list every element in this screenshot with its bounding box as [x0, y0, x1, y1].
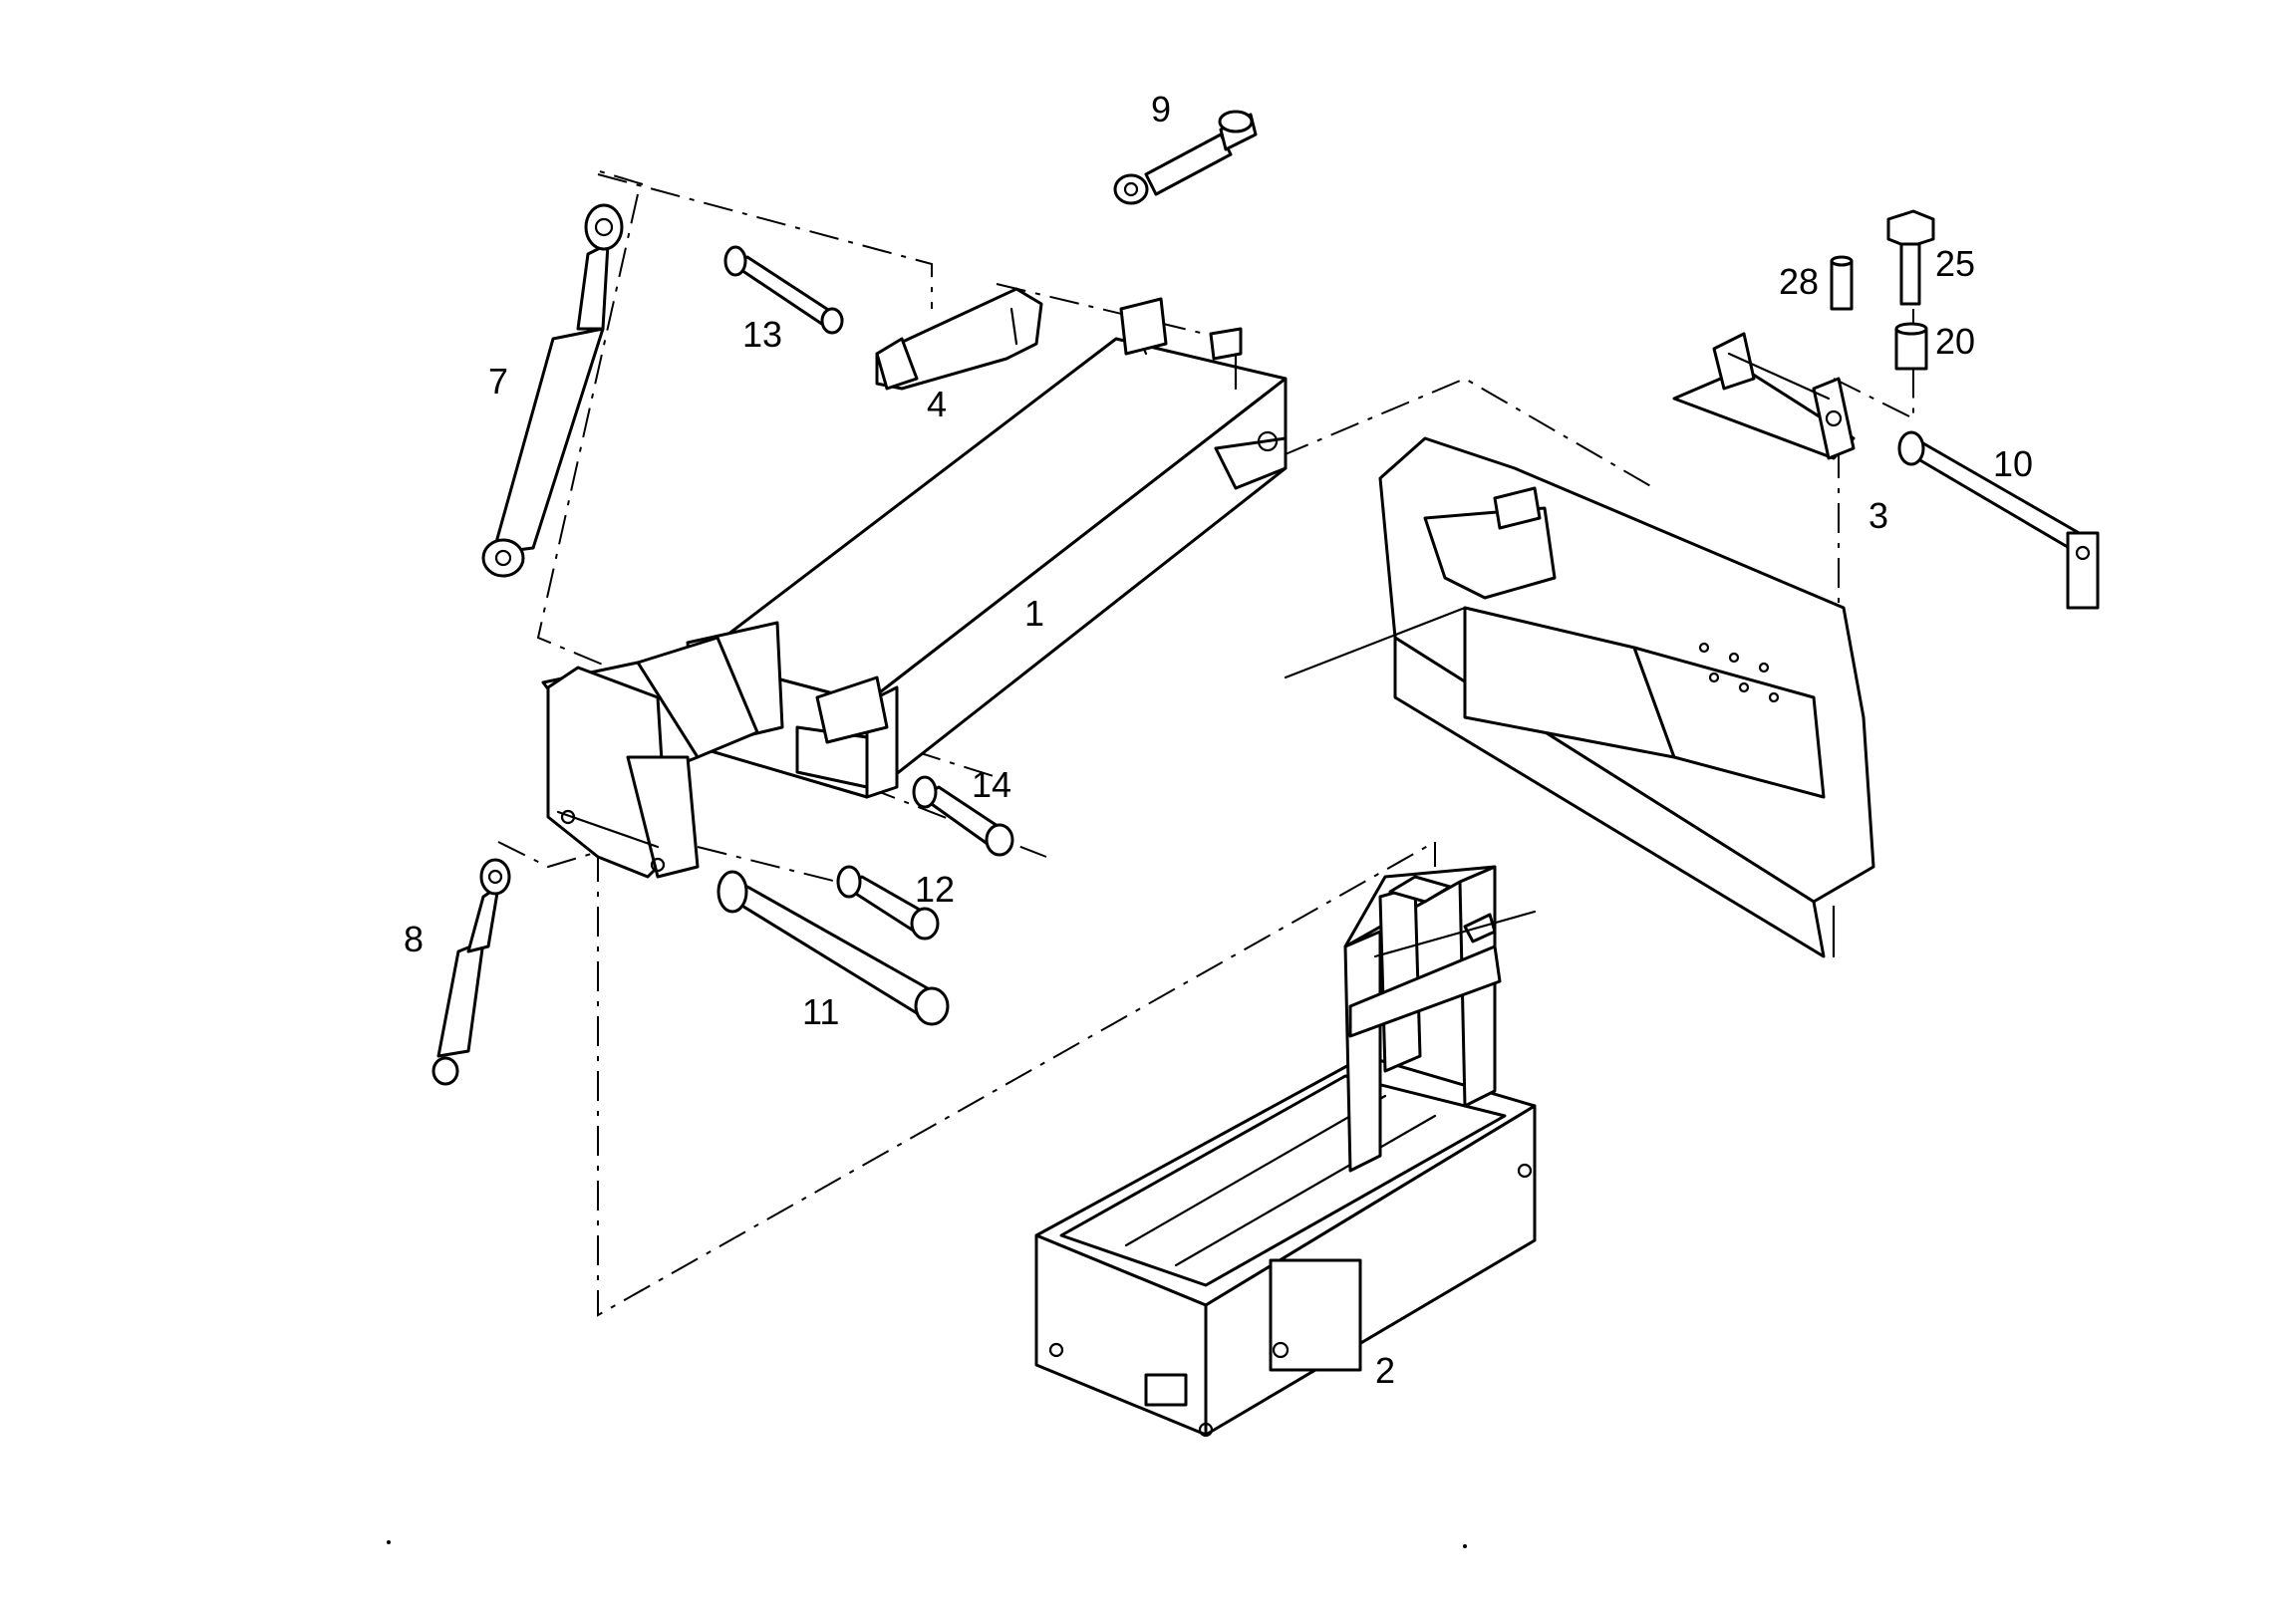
callout-11: 11: [802, 991, 839, 1032]
speck: [387, 1540, 391, 1544]
callout-13: 13: [742, 314, 782, 355]
callout-10: 10: [1993, 443, 2033, 484]
callout-9: 9: [1151, 89, 1171, 130]
callout-2: 2: [1375, 1350, 1395, 1391]
callout-25: 25: [1935, 243, 1975, 284]
callout-28: 28: [1779, 261, 1819, 302]
part-4-lever: [875, 287, 1043, 391]
callout-14: 14: [972, 764, 1011, 805]
callout-4: 4: [927, 384, 947, 424]
part-28-dowel: [1830, 255, 1854, 311]
part-13-bolt: [723, 245, 844, 335]
part-10-pin: [1897, 430, 2100, 610]
part-14-pin: [912, 775, 1014, 857]
part-2-counterweight: [1034, 865, 1537, 1438]
callout-1: 1: [1024, 593, 1044, 634]
part-1-head: [541, 636, 759, 879]
callout-8: 8: [404, 919, 424, 959]
callout-3: 3: [1868, 495, 1888, 536]
chassis-frame: [1284, 436, 1875, 958]
part-9-cylinder: [1113, 110, 1258, 205]
callouts: 1 2 3 4 7 8 9 10 11 12 13 14 20 25 28: [404, 89, 2033, 1391]
callout-20: 20: [1935, 321, 1975, 362]
part-12-pin: [836, 865, 940, 941]
part-20-bushing: [1894, 322, 1928, 371]
callout-7: 7: [488, 361, 508, 402]
part-7-cylinder: [481, 203, 624, 578]
callout-12: 12: [915, 869, 955, 910]
part-3-bracket: [1672, 332, 1856, 460]
part-8-cylinder: [431, 858, 511, 1086]
part-25-bolt: [1886, 209, 1935, 306]
part-11-pin: [717, 870, 950, 1026]
part-1-boom: [686, 297, 1288, 799]
speck: [1463, 1544, 1467, 1548]
